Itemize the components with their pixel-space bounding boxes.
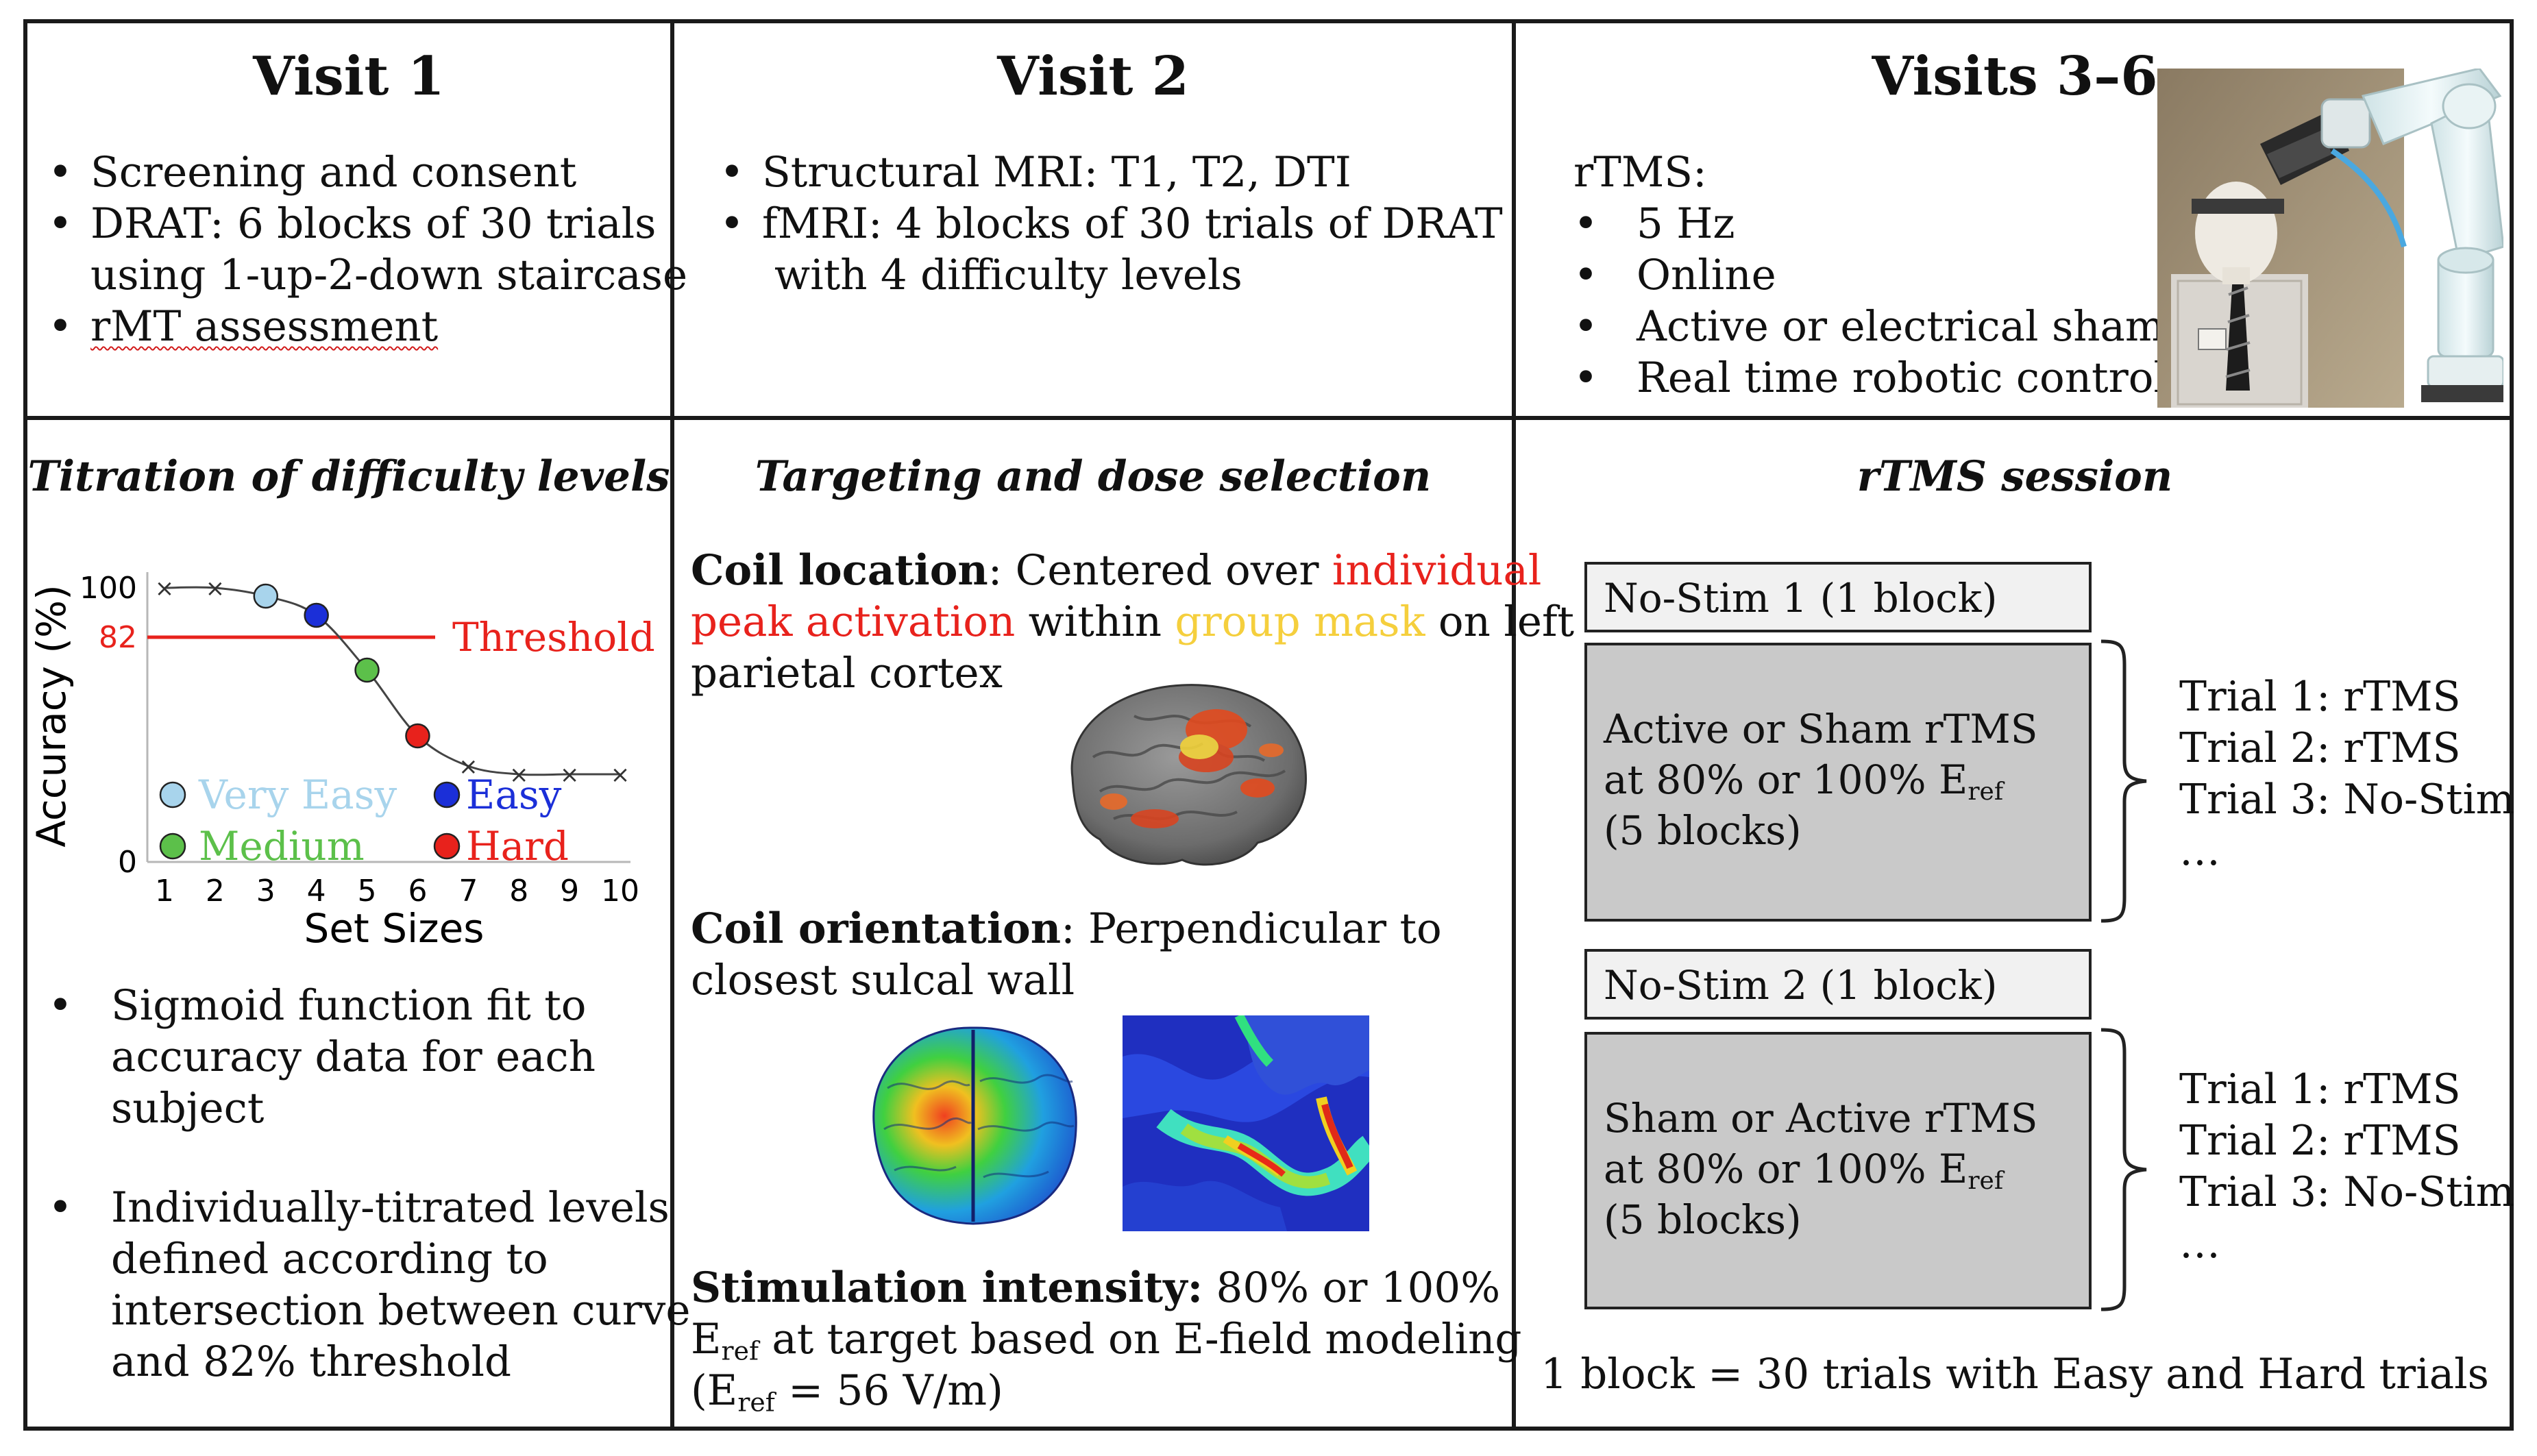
legend-marker-easy [433,781,461,809]
titration-chart: 82 Threshold 100 0 Accuracy (%) Set Size… [28,571,655,952]
x-tick-label: 3 [256,874,275,909]
divider-vertical-2 [1512,19,1516,1431]
figure-frame [23,19,2514,1431]
active1-label: Active or Sham rTMS at 80% or 100% Eref … [1604,706,2038,854]
brain-activation-render [1070,684,1307,866]
efield-brain-render [872,1026,1077,1225]
coil-orientation-label: Coil orientation [691,904,1062,953]
trial-item: … [2179,1220,2220,1268]
efield-zoom-render [1123,1015,1369,1231]
active2-label: Sham or Active rTMS at 80% or 100% Eref … [1604,1095,2038,1243]
legend-marker-medium [159,832,186,860]
level-point-easy [304,602,329,628]
session-footer: 1 block = 30 trials with Easy and Hard t… [1541,1350,2489,1398]
x-tick-label: 4 [307,874,326,909]
visit36-intro: rTMS: [1573,148,1707,197]
visit2-bullet: Structural MRI: T1, T2, DTI [720,147,1503,198]
session-title: rTMS session [1856,452,2173,501]
trials1-list: Trial 1: rTMS Trial 2: rTMS Trial 3: No-… [2179,671,2515,877]
trial-item: Trial 1: rTMS [2179,1065,2461,1113]
trial-item: Trial 2: rTMS [2179,724,2461,772]
level-point-hard [405,723,430,749]
coil-location-label: Coil location [691,546,988,595]
nostim2-label: No-Stim 2 (1 block) [1604,962,1998,1009]
visit2-bullet: fMRI: 4 blocks of 30 trials of DRATwith … [720,198,1503,301]
brace-1 [2100,639,2147,923]
legend-label-medium: Medium [199,823,365,869]
nostim2-box: No-Stim 2 (1 block) [1584,949,2092,1020]
level-point-very-easy [253,583,279,609]
stimulation-intensity-text: Stimulation intensity: 80% or 100% Eref … [691,1263,1522,1418]
titration-title: Titration of difficulty levels [27,452,670,501]
legend-label-very-easy: Very Easy [198,772,397,818]
legend-marker-hard [433,832,461,860]
visit36-bullet: Active or electrical sham [1573,301,2167,352]
x-tick-label: 1 [155,874,174,909]
data-point-marker: × [458,753,478,780]
visit1-bullets: Screening and consent DRAT: 6 blocks of … [48,147,687,352]
targeting-title: Targeting and dose selection [755,452,1432,501]
trial-item: … [2179,827,2220,875]
trials2-list: Trial 1: rTMS Trial 2: rTMS Trial 3: No-… [2179,1064,2515,1270]
active2-box: Sham or Active rTMS at 80% or 100% Eref … [1584,1032,2092,1309]
legend-label-easy: Easy [466,772,562,818]
nostim1-label: No-Stim 1 (1 block) [1604,575,1998,621]
data-point-marker: × [611,761,630,789]
level-point-medium [354,657,380,683]
coil-location-text: Coil location: Centered over individual … [691,546,1575,698]
data-point-marker: × [206,575,225,602]
nostim1-box: No-Stim 1 (1 block) [1584,562,2092,632]
visit1-bullet: Screening and consent [48,147,687,198]
x-tick-label: 6 [408,874,427,909]
divider-vertical-1 [670,19,674,1431]
visit1-bullet: rMT assessment [48,301,687,352]
visit36-title: Visits 3–6 [1872,45,2158,108]
chart-legend: Very Easy Easy Medium Hard [159,772,569,869]
x-axis-label: Set Sizes [304,905,485,952]
threshold-label: Threshold [452,614,655,661]
data-point-marker: × [155,575,175,602]
visit36-bullet: Online [1573,249,2167,301]
data-point-marker: × [560,761,580,789]
trial-item: Trial 3: No-Stim [2179,1168,2515,1216]
x-tick-label: 2 [206,874,225,909]
x-tick-label: 8 [509,874,528,909]
y-axis-label: Accuracy (%) [28,584,75,848]
visit36-bullets: 5 Hz Online Active or electrical sham Re… [1573,198,2167,404]
robot-tms-photo [2157,69,2503,408]
visit36-bullet: Real time robotic control [1573,352,2167,404]
divider-horizontal [23,416,2514,420]
trial-item: Trial 3: No-Stim [2179,776,2515,824]
active1-box: Active or Sham rTMS at 80% or 100% Eref … [1584,643,2092,922]
legend-label-hard: Hard [466,823,569,869]
stimulation-intensity-label: Stimulation intensity: [691,1263,1203,1312]
x-tick-label: 10 [601,874,639,909]
trial-item: Trial 1: rTMS [2179,673,2461,721]
sigmoid-curve [164,586,620,776]
x-tick-label: 7 [458,874,478,909]
coil-orientation-text: Coil orientation: Perpendicular to close… [691,904,1442,1004]
visit1-title: Visit 1 [253,45,445,108]
data-point-marker: × [509,761,529,789]
visit36-bullet: 5 Hz [1573,198,2167,249]
legend-marker-very-easy [159,781,186,809]
y-tick-label: 100 [79,571,137,606]
brace-2 [2100,1028,2147,1311]
x-tick-label: 5 [358,874,377,909]
trial-item: Trial 2: rTMS [2179,1117,2461,1165]
visit2-bullets: Structural MRI: T1, T2, DTI fMRI: 4 bloc… [720,147,1503,301]
x-tick-label: 9 [560,874,579,909]
y-tick-label: 0 [118,845,137,880]
visit2-title: Visit 2 [997,45,1189,108]
threshold-tick-label: 82 [99,620,137,655]
